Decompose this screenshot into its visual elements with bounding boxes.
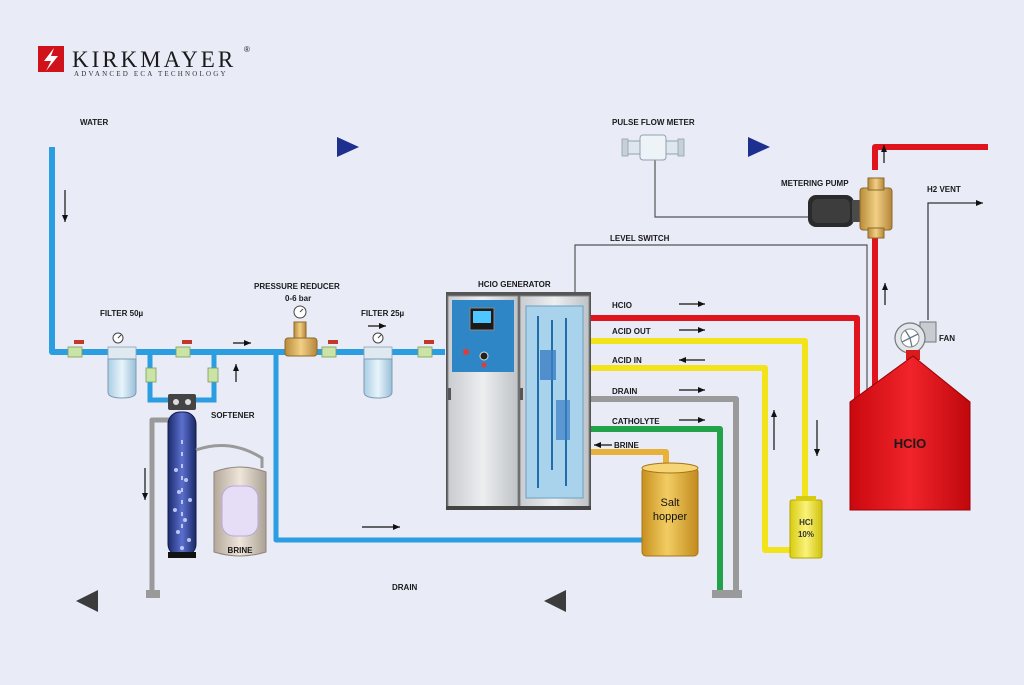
flow-arrow-icon — [748, 137, 770, 157]
hcl-tank-label-line2: 10% — [798, 530, 814, 539]
brine-tank-label: BRINE — [228, 546, 254, 555]
hcio-out-pipe — [591, 315, 860, 400]
logo-tagline: ADVANCED ECA TECHNOLOGY — [74, 70, 228, 78]
switch-icon — [479, 351, 489, 361]
filter-50-label: FILTER 50µ — [100, 309, 144, 318]
hcio-generator-label: HClO GENERATOR — [478, 280, 551, 289]
filter-25-assembly — [363, 332, 434, 399]
valve-handle — [74, 340, 84, 344]
hcio-generator — [446, 292, 591, 510]
catholyte-pipe — [591, 426, 723, 598]
valve — [321, 346, 337, 358]
hcl-tank-label-line1: HCl — [799, 518, 813, 527]
pulse-flow-meter — [621, 134, 685, 161]
pressure-reducer-label: PRESSURE REDUCER — [254, 282, 340, 291]
drain-fitting — [712, 590, 742, 598]
flow-direction-markers — [76, 137, 770, 612]
line-label-brine: BRINE — [614, 441, 640, 450]
acid-in-pipe — [591, 365, 790, 553]
valve — [207, 367, 219, 383]
valve-handle — [424, 340, 434, 344]
pressure-range-label: 0-6 bar — [285, 294, 311, 303]
h2-vent-line — [927, 200, 983, 320]
drain-fitting — [146, 590, 160, 598]
valve-handle — [328, 340, 338, 344]
flow-meter-signal-line — [654, 160, 808, 218]
exhaust-fan — [894, 321, 937, 354]
logo-wordmark: KIRKMAYER — [72, 47, 236, 72]
metering-pump-label: METERING PUMP — [781, 179, 849, 188]
kirkmayer-logo: KIRKMAYER ® ADVANCED ECA TECHNOLOGY — [38, 45, 250, 78]
line-label-drain: DRAIN — [612, 387, 638, 396]
hcio-storage-tank — [849, 350, 971, 511]
filter-25-housing — [363, 358, 393, 399]
line-label-hcio: HClO — [612, 301, 632, 310]
brine-tank — [195, 444, 267, 557]
line-label-acid-in: ACID IN — [612, 356, 642, 365]
level-switch-line — [574, 244, 868, 400]
lightning-icon — [44, 48, 58, 71]
level-switch-label: LEVEL SWITCH — [610, 234, 670, 243]
diagram-labels: WATER PULSE FLOW METER METERING PUMP H2 … — [80, 118, 961, 592]
water-label: WATER — [80, 118, 109, 127]
softener-drain-pipe — [149, 417, 170, 598]
valve — [417, 346, 433, 358]
drain-flow-arrow-icon — [76, 590, 98, 612]
brine-pipe — [591, 449, 669, 466]
fan-label: FAN — [939, 334, 955, 343]
pressure-reducer — [284, 305, 338, 358]
softener-loop-pipe — [147, 352, 217, 403]
drain-flow-arrow-icon — [544, 590, 566, 612]
filter-25-label: FILTER 25µ — [361, 309, 405, 318]
water-softener — [167, 394, 197, 558]
logo-registered: ® — [244, 45, 250, 54]
hcl-tank: HCl 10% — [789, 496, 823, 559]
water-feed-pipe — [49, 147, 445, 355]
generator-drain-pipe — [591, 396, 739, 598]
valve — [175, 346, 191, 358]
hcio-tank-label: HClO — [894, 436, 927, 451]
acid-out-pipe — [591, 338, 808, 500]
flow-arrow-icon — [337, 137, 359, 157]
salt-hopper: Salt hopper — [641, 462, 699, 557]
valve-handle — [182, 340, 192, 344]
indicator-light-icon — [463, 349, 469, 355]
line-label-acid-out: ACID OUT — [612, 327, 651, 336]
direction-arrows — [62, 145, 888, 530]
hcio-dosing-pipe — [872, 144, 988, 170]
h2-vent-label: H2 VENT — [927, 185, 961, 194]
salt-hopper-label-line2: hopper — [653, 511, 688, 523]
filter-50-assembly — [67, 332, 219, 399]
valve — [145, 367, 157, 383]
filter-50-housing — [107, 358, 137, 399]
valve — [67, 346, 83, 358]
softener-label: SOFTENER — [211, 411, 255, 420]
metering-pump — [808, 177, 893, 239]
salt-hopper-label-line1: Salt — [661, 497, 680, 509]
drain-label: DRAIN — [392, 583, 418, 592]
line-label-catholyte: CATHOLYTE — [612, 417, 660, 426]
pulse-flow-meter-label: PULSE FLOW METER — [612, 118, 695, 127]
